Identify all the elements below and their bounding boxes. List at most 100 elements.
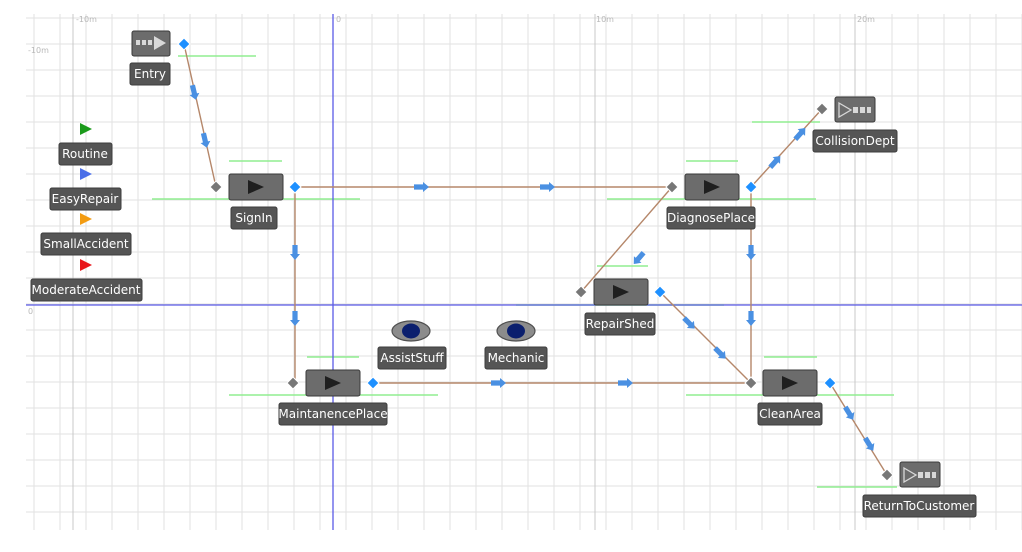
entity-label-box (30, 278, 143, 302)
node-label-box (862, 494, 977, 518)
ruler-left-label: 0 (28, 307, 33, 316)
node-signin[interactable]: SignIn (228, 173, 284, 230)
play-icon (248, 180, 264, 194)
flow-arrow-icon (540, 182, 555, 192)
flow-arrow-icon (863, 436, 875, 451)
node-label: ReturnToCustomer (864, 499, 975, 513)
resource-label: Mechanic (488, 351, 545, 365)
flow-arrow-icon (414, 182, 429, 192)
entity-type-routine[interactable]: Routine (58, 123, 113, 166)
flow-arrow-icon (682, 316, 695, 329)
output-port-icon (177, 37, 191, 51)
flow-arrow-icon (200, 132, 211, 148)
resource-label: AssistStuff (380, 351, 444, 365)
play-icon (613, 285, 629, 299)
flag-icon (80, 168, 92, 180)
entity-type-moderateaccident[interactable]: ModerateAccident (30, 259, 143, 302)
node-label: DiagnosePlace (667, 211, 755, 225)
output-port-icon (823, 376, 837, 390)
node-label-box (666, 206, 756, 230)
entity-type-legend: Routine EasyRepair SmallAccident Moderat… (30, 123, 143, 302)
flow-arrows (189, 84, 875, 451)
connector-line (183, 43, 217, 188)
flow-arrow-icon (746, 311, 756, 326)
node-clean-area[interactable]: CleanArea (757, 369, 823, 426)
input-port-icon (880, 468, 894, 482)
flow-arrow-icon (746, 245, 756, 260)
flow-arrow-icon (713, 346, 726, 359)
input-port-icon (815, 102, 829, 116)
node-repair-shed[interactable]: RepairShed (584, 278, 656, 336)
node-label: RepairShed (586, 317, 655, 331)
node-label-box (757, 402, 823, 426)
node-label: MaintanencePlace (278, 407, 387, 421)
flow-arrow-icon (843, 405, 855, 420)
flow-arrow-icon (491, 378, 506, 388)
entity-label: ModerateAccident (32, 283, 141, 297)
flow-arrow-icon (290, 245, 300, 260)
output-port-icon (653, 285, 667, 299)
output-port-icon (744, 180, 758, 194)
node-label-box (230, 206, 278, 230)
node-maintanence-place[interactable]: MaintanencePlace (278, 369, 388, 426)
sink-icon (838, 101, 871, 119)
resource-assist-stuff[interactable]: AssistStuff (377, 320, 447, 370)
node-label-box (278, 402, 388, 426)
eye-icon[interactable] (496, 320, 536, 342)
resource-label-box (377, 346, 447, 370)
entity-type-easyrepair[interactable]: EasyRepair (49, 168, 122, 211)
node-label: Entry (134, 67, 166, 81)
entity-label-box (40, 232, 132, 256)
play-icon (325, 376, 341, 390)
sink-icon (903, 466, 936, 484)
entity-label-box (58, 142, 113, 166)
axes (26, 14, 1022, 530)
flow-arrow-icon (189, 84, 200, 100)
output-port-icon (366, 376, 380, 390)
output-port-icon (288, 180, 302, 194)
ruler-left-label: -10m (28, 46, 49, 55)
flow-arrow-icon (633, 251, 646, 265)
entity-type-smallaccident[interactable]: SmallAccident (40, 213, 132, 256)
ruler-top-label: -10m (76, 15, 97, 24)
connectors (183, 43, 888, 476)
flag-icon (80, 123, 92, 135)
node-collision-dept[interactable]: CollisionDept (812, 96, 898, 153)
flow-arrow-icon (618, 378, 633, 388)
ruler-top-label: 0 (336, 15, 341, 24)
entity-label: SmallAccident (43, 237, 128, 251)
connector-line (659, 291, 752, 384)
flow-arrow-icon (793, 128, 806, 141)
input-port-icon (665, 180, 679, 194)
node-label-box (812, 129, 898, 153)
node-entry[interactable]: Entry (129, 30, 171, 86)
node-label-box (584, 312, 656, 336)
flag-icon (80, 259, 92, 271)
resource-label-box (484, 346, 548, 370)
input-port-icon (209, 180, 223, 194)
node-label-box (129, 62, 171, 86)
flow-arrow-icon (768, 156, 781, 169)
rulers: -10m 0 10m 20m -10m 0 (28, 15, 875, 316)
flow-arrow-icon (290, 311, 300, 326)
node-return-to-customer[interactable]: ReturnToCustomer (862, 461, 977, 518)
ruler-top-label: 20m (857, 15, 875, 24)
play-icon (782, 376, 798, 390)
input-port-icon (574, 285, 588, 299)
play-icon (704, 180, 720, 194)
node-diagnose-place[interactable]: DiagnosePlace (666, 173, 756, 230)
entity-label: EasyRepair (52, 192, 119, 206)
flag-icon (80, 213, 92, 225)
node-label: SignIn (235, 211, 272, 225)
node-label: CollisionDept (815, 134, 894, 148)
connector-line (580, 186, 673, 293)
input-port-icon (744, 376, 758, 390)
ports (177, 37, 894, 482)
ruler-top-label: 10m (596, 15, 614, 24)
source-icon (136, 36, 166, 50)
eye-icon[interactable] (391, 320, 431, 342)
resource-mechanic[interactable]: Mechanic (484, 320, 548, 370)
entity-label: Routine (62, 147, 108, 161)
connector-line (750, 108, 823, 188)
